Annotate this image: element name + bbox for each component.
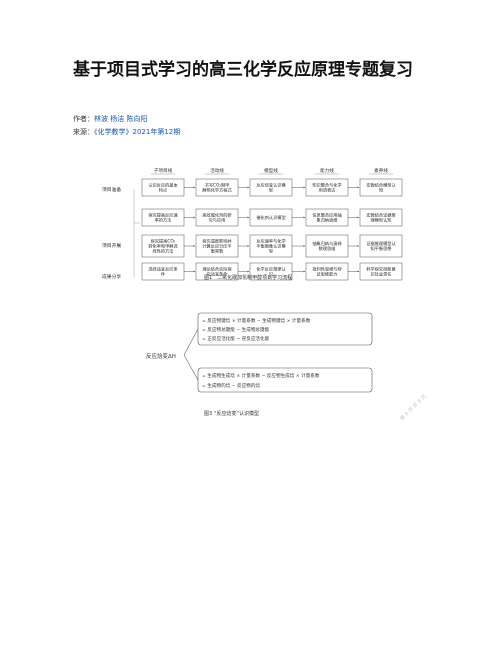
flow-box-text: 象归纳思维 [317, 217, 338, 224]
flow-box-text: 平衡图像认识模 [256, 243, 286, 250]
flow-box-text: 知识整合与化学 [312, 182, 341, 189]
flow-box-text: 书写CO₂制甲 [205, 182, 230, 189]
figure2-caption: 图3 “反应焓变”认识模型 [204, 411, 259, 417]
flow-box-text: 化学反应规律认 [256, 266, 286, 273]
flow-box-text: 转化率和甲醇选 [148, 243, 178, 250]
flow-box-text: 件 [161, 271, 165, 278]
flow-box-text: 特点 [159, 187, 167, 194]
flow-box-text: 探究温度影响并 [202, 238, 231, 245]
enthalpy-model-diagram: 反应焓变ΔH = 反应物键焓 × 计量系数 − 生成物键焓 × 计量系数 = 反… [146, 312, 373, 393]
authors-label: 作者： [73, 115, 94, 123]
flow-box-text: 衡常数 [211, 248, 224, 255]
enthalpy-formula: = 反应物总键能 − 生成物总键能 [202, 326, 270, 333]
enthalpy-formula: = 生成物生成焓 × 计量系数 − 反应物生成焓 × 计量系数 [202, 372, 320, 379]
author-line: 作者：林波 杨洁 陈向阳 [73, 114, 147, 124]
flow-box: 催化剂认识模型 [249, 208, 293, 227]
flow-box-text: 反应焓变认识模 [256, 182, 286, 189]
flow-box-text: 理论结合实际探 [202, 266, 232, 273]
flow-box-text: 抽象归纳与演绎 [312, 240, 342, 247]
project-flow-diagram: 子项目线活动线模型线能力线素养线 项目准备项目开展成果分享 认识反应的基本特点书… [102, 167, 403, 281]
flow-box-text: 识 [269, 271, 273, 278]
column-header: 能力线 [320, 167, 334, 174]
authors[interactable]: 林波 杨洁 陈向阳 [94, 115, 148, 123]
flow-box-text: 率的方法 [155, 217, 172, 224]
flow-box-text: 究与应用 [209, 217, 226, 224]
flow-box-text: 究适宜条件 [207, 271, 228, 278]
flow-box-text: 信息整合应用抽 [312, 212, 341, 219]
flow-box-text: 认识反应的基本 [148, 182, 178, 189]
column-header: 子项目线 [154, 167, 173, 174]
column-header: 素养线 [374, 167, 388, 174]
flow-box-text: 证思维能力 [317, 271, 338, 278]
flow-box-text: 催化剂认识模型 [256, 214, 285, 221]
flow-box-text: 用语表达 [319, 187, 337, 194]
column-header: 活动线 [210, 167, 224, 174]
flow-box-text: 择性的方法 [153, 248, 174, 255]
flow-box-text: 高效催化剂的研 [202, 212, 231, 219]
source-line: 来源：《化学教学》2021年第12期 [73, 127, 180, 137]
flow-box-text: 型 [269, 248, 273, 254]
flow-box-text: 证据推理模型认 [366, 240, 396, 247]
enthalpy-group-1 [197, 312, 373, 346]
enthalpy-formula: = 正反应活化能 − 逆反应活化能 [202, 335, 270, 342]
flow-box-text: 知平衡思想 [371, 245, 392, 252]
source[interactable]: 《化学教学》2021年第12期 [94, 128, 181, 136]
flow-box-text: 醇热化学方程式 [202, 187, 232, 194]
flow-box-text: 识社会责任 [371, 271, 392, 278]
enthalpy-formula: = 生成物的焓 − 反应物的焓 [202, 382, 260, 389]
enthalpy-formula: = 反应物键焓 × 计量系数 − 生成物键焓 × 计量系数 [202, 317, 311, 324]
flow-box-text: 知 [379, 187, 383, 194]
flow-box-text: 选择适宜反应条 [148, 266, 178, 273]
stage-label: 项目准备 [102, 186, 121, 193]
flow-box-text: 数理思维 [319, 245, 336, 252]
flow-box-text: 探究提高反应速 [148, 212, 178, 219]
flow-box-text: 反应速率与化学 [256, 238, 285, 245]
flow-box-text: 宏微结合证据推 [366, 212, 395, 219]
figure1-caption: 图1 二氧化碳加氢制甲醇项目学习流程 [204, 275, 293, 281]
source-label: 来源： [73, 128, 94, 136]
stage-label: 成果分享 [102, 273, 121, 280]
flow-box-text: 科学探究创新意 [366, 266, 395, 273]
flow-box-text: 探究提高CO₂ [151, 238, 176, 245]
flow-box-text: 宏微结合模型认 [366, 182, 396, 189]
column-header: 模型线 [264, 167, 278, 174]
flow-box-text: 计算反应分压平 [202, 243, 231, 250]
flow-box-text: 批判性思维与辩 [312, 266, 341, 273]
enthalpy-root: 反应焓变ΔH [146, 352, 176, 360]
article-title: 基于项目式学习的高三化学反应原理专题复习 [73, 60, 413, 80]
stage-label: 项目开展 [102, 243, 121, 249]
flow-box-text: 理模型认知 [371, 217, 392, 224]
enthalpy-group-2 [197, 367, 373, 393]
flow-box-text: 型 [269, 187, 273, 193]
watermark: 第 8 页 共 8 页 [399, 393, 428, 423]
